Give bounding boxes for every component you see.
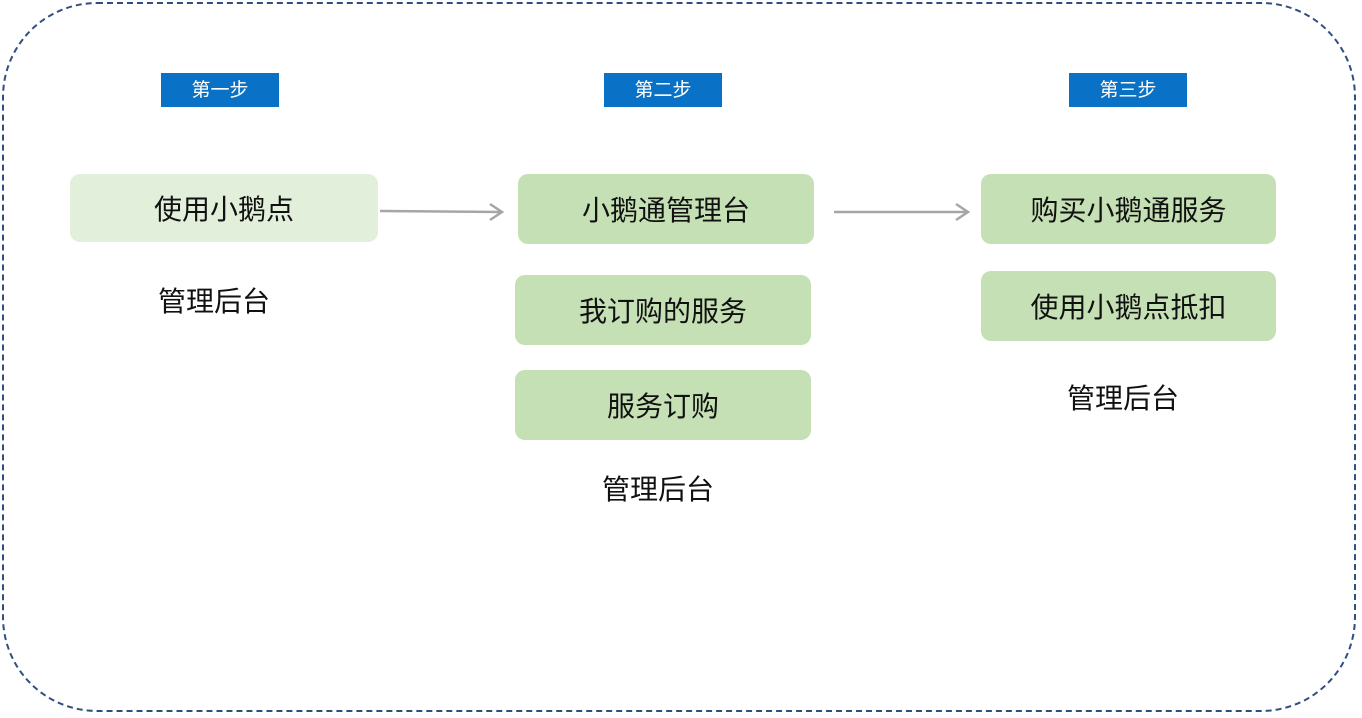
step-3-box-points-deduct: 使用小鹅点抵扣 [981,271,1276,341]
step-1-caption: 管理后台 [157,285,270,318]
arrow-step1-to-step2 [379,202,505,222]
step-2-tag: 第二步 [604,73,722,107]
arrow-step2-to-step3 [834,202,971,222]
step-2-caption: 管理后台 [601,473,714,506]
step-2-box-service-order: 服务订购 [515,370,811,440]
step-2-box-my-services: 我订购的服务 [515,275,811,345]
step-3-tag: 第三步 [1069,73,1187,107]
step-2-box-admin-console: 小鹅通管理台 [518,174,814,244]
step-3-caption: 管理后台 [1066,382,1179,415]
step-3-box-buy-service: 购买小鹅通服务 [981,174,1276,244]
step-1-box-use-points: 使用小鹅点 [70,174,378,242]
step-1-tag: 第一步 [161,73,279,107]
